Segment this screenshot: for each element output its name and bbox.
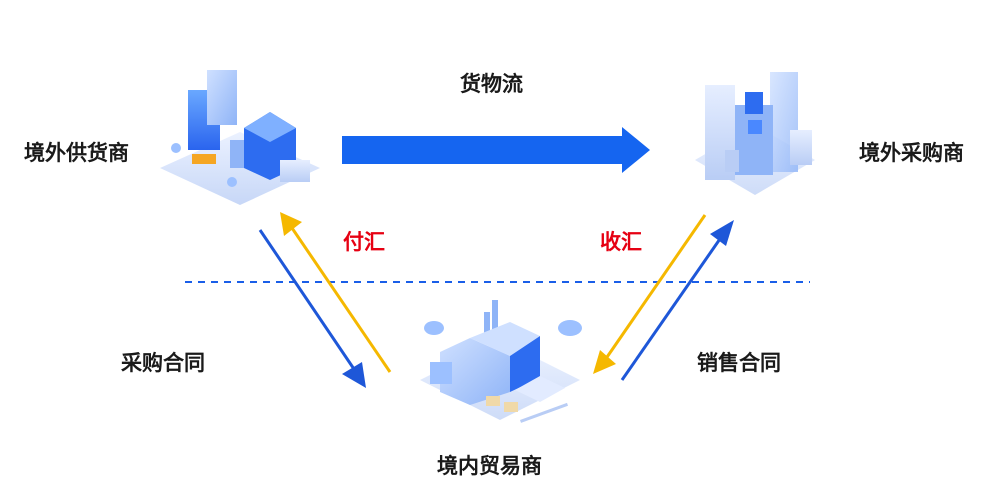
goods-flow-arrow [342, 127, 650, 173]
payment-out-arrow [280, 212, 392, 373]
domestic-trader-label: 境内贸易商 [437, 454, 542, 478]
overseas-buyer-label: 境外采购商 [859, 141, 964, 165]
city-buildings-icon [160, 70, 320, 205]
office-complex-icon [695, 72, 815, 195]
payment-in-label: 收汇 [600, 230, 642, 254]
payment-out-label: 付汇 [343, 230, 385, 254]
overseas-supplier-label: 境外供货商 [24, 141, 129, 165]
payment-in-arrow [593, 214, 707, 374]
sales-contract-arrow [620, 220, 734, 381]
factory-icon [420, 300, 582, 423]
purchase-contract-arrow [258, 229, 366, 388]
goods-flow-label: 货物流 [460, 72, 523, 96]
purchase-contract-label: 采购合同 [121, 351, 205, 375]
sales-contract-label: 销售合同 [697, 351, 781, 375]
